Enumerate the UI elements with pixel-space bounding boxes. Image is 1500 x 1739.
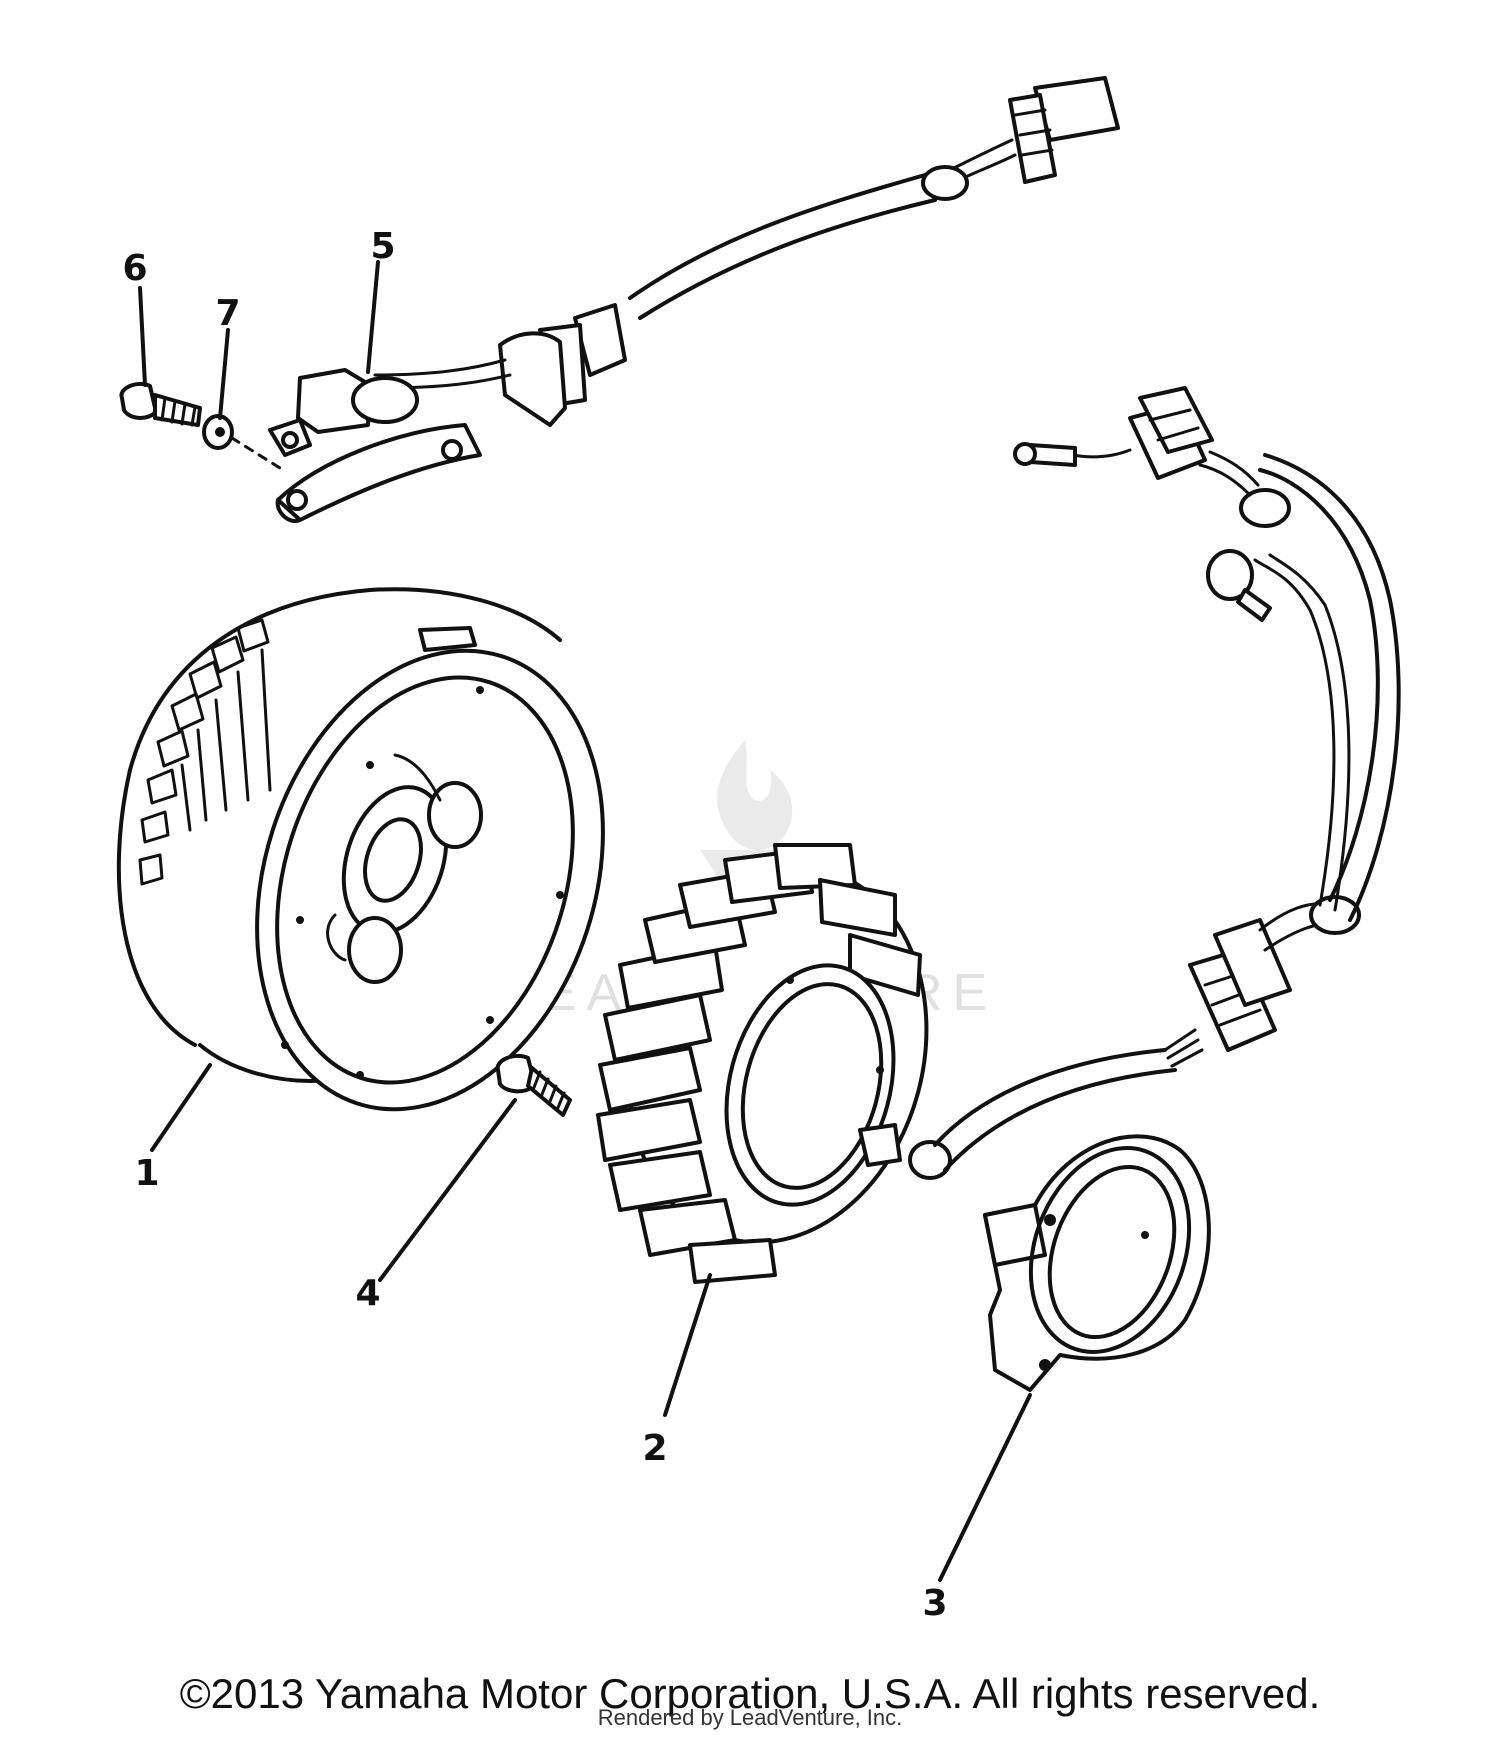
leader-line-7 — [218, 328, 230, 420]
stator-wire-harness — [933, 386, 1401, 1172]
leader-line-4 — [378, 1098, 517, 1282]
callout-1: 1 — [134, 1153, 159, 1194]
callout-6: 6 — [122, 248, 147, 289]
callout-7: 7 — [215, 293, 240, 334]
copyright-notice: ©2013 Yamaha Motor Corporation, U.S.A. A… — [179, 1670, 1321, 1717]
part-4-bolt — [378, 1053, 572, 1282]
callout-3: 3 — [922, 1583, 947, 1624]
leader-line-6 — [138, 286, 147, 387]
part-6-screw — [119, 381, 202, 427]
part-3-stator-cover — [938, 1134, 1211, 1582]
leader-line-5 — [366, 260, 380, 374]
callout-2: 2 — [642, 1428, 667, 1469]
part-2-stator — [596, 843, 952, 1417]
part-7-washer — [202, 414, 282, 470]
part-1-flywheel-rotor — [116, 587, 605, 1152]
callout-5: 5 — [370, 226, 395, 267]
leader-line-1 — [150, 1063, 212, 1152]
leader-line-2 — [663, 1273, 712, 1417]
ring-gear-teeth — [138, 618, 272, 886]
leader-line-3 — [938, 1393, 1032, 1582]
callout-4: 4 — [355, 1273, 380, 1314]
part-5-pickup-coil-assembly — [268, 76, 1120, 524]
rendered-by-notice: Rendered by LeadVenture, Inc. — [597, 1705, 903, 1730]
watermark-flame-icon — [717, 740, 793, 850]
